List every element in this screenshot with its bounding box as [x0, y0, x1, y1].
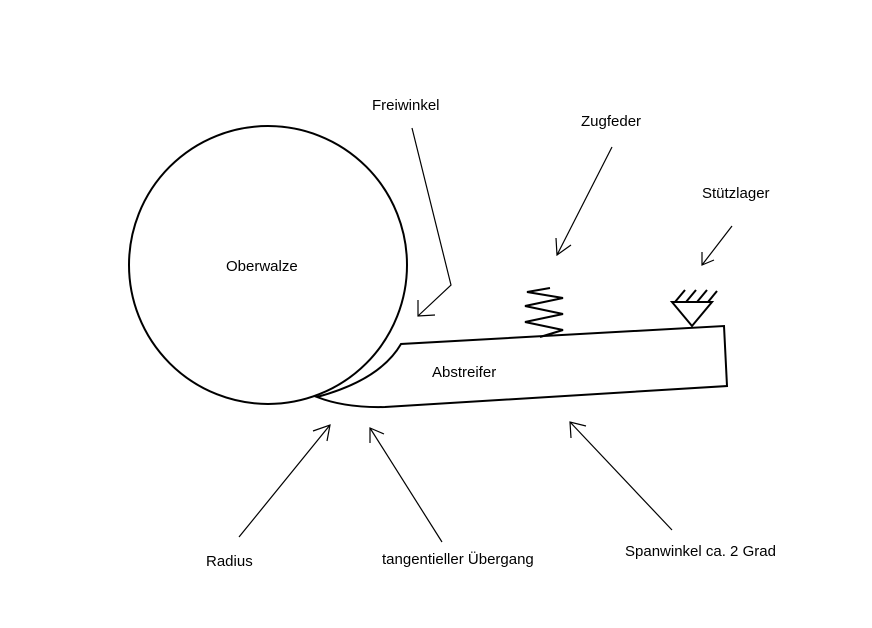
abstreifer-label: Abstreifer — [432, 364, 497, 381]
stuetzlager-arrow — [701, 225, 733, 266]
zugfeder-label: Zugfeder — [581, 113, 642, 130]
tangentieller-uebergang-label: tangentieller Übergang — [382, 551, 534, 568]
freiwinkel-label: Freiwinkel — [372, 97, 440, 114]
stuetzlager-label: Stützlager — [702, 185, 770, 202]
tension-spring — [524, 287, 564, 338]
tangential-transition-arrow — [369, 427, 443, 543]
support-bearing-symbol — [669, 289, 718, 328]
radius-label: Radius — [206, 553, 253, 570]
zugfeder-arrow — [555, 146, 613, 257]
freiwinkel-arrow — [411, 127, 452, 317]
spanwinkel-label: Spanwinkel ca. 2 Grad — [625, 543, 776, 560]
radius-arrow — [238, 424, 331, 538]
oberwalze-label: Oberwalze — [226, 258, 298, 275]
roller-circle — [128, 125, 408, 405]
spanwinkel-arrow — [569, 421, 673, 531]
scraper-outline — [313, 324, 729, 409]
